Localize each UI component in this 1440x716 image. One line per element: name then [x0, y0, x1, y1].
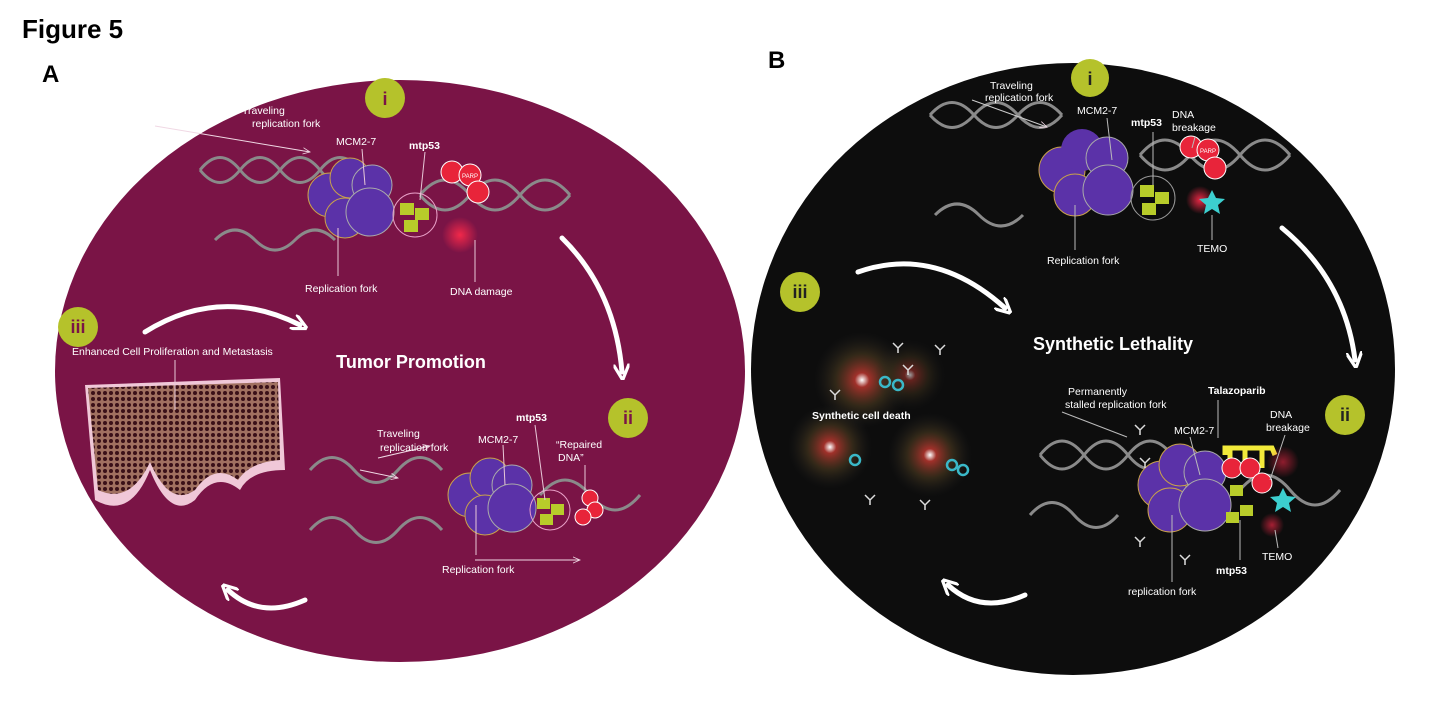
temo-icon [1270, 488, 1296, 512]
panel-a-step-ii: ii Traveling replication fork MCM2-7 mtp… [308, 398, 648, 576]
badge-ii-text: ii [1340, 405, 1350, 425]
panel-a-background [55, 80, 745, 662]
cycle-arrow-ii-to-iii [228, 590, 308, 611]
mtp53-complex [392, 192, 438, 238]
label-replication-fork-traveling: replication fork [985, 92, 1054, 104]
panel-b: PARP i Traveling replication fork MCM2-7… [751, 59, 1395, 675]
dying-cells [788, 332, 972, 497]
label-mtp53: mtp53 [516, 412, 547, 424]
label-dna-breakage: DNA [1172, 109, 1194, 121]
label-replication-fork-traveling: replication fork [252, 118, 321, 130]
label-replication-fork: Replication fork [305, 283, 378, 295]
cycle-arrow-iii-to-i [855, 261, 1005, 308]
label-dna-breakage: DNA [1270, 409, 1292, 421]
mcm2-7-complex [447, 457, 537, 536]
label-mcm2-7: MCM2-7 [1174, 425, 1214, 437]
badge-ii [1325, 395, 1365, 435]
label-traveling: Traveling [377, 428, 420, 440]
cycle-arrow-iii-to-i [142, 304, 300, 335]
panel-a-step-i: PARP i Traveling replication fork MCM2-7… [154, 78, 572, 298]
cycle-arrow-i-to-ii [559, 235, 622, 372]
cycle-arrow-ii-to-iii [948, 585, 1028, 606]
label-mcm2-7: MCM2-7 [336, 136, 376, 148]
badge-iii [58, 307, 98, 347]
label-repaired-dna-2: DNA” [558, 452, 584, 464]
label-replication-fork: replication fork [1128, 586, 1197, 598]
mtp53-complex [1130, 175, 1176, 221]
label-stalled-replication-fork: stalled replication fork [1065, 399, 1167, 411]
figure-title: Figure 5 [22, 14, 123, 44]
mcm2-7-complex [1137, 443, 1232, 533]
label-replication-fork: Replication fork [1047, 255, 1120, 267]
synthetic-lethality-title: Synthetic Lethality [1033, 334, 1193, 354]
label-replication-fork-traveling: replication fork [380, 442, 449, 454]
panel-a-letter: A [42, 61, 59, 88]
label-mtp53: mtp53 [1131, 117, 1162, 129]
parp-label: PARP [1200, 149, 1216, 155]
badge-ii [608, 398, 648, 438]
panel-b-letter: B [768, 47, 785, 74]
label-talazoparib: Talazoparib [1208, 385, 1266, 397]
panel-a: PARP i Traveling replication fork MCM2-7… [55, 78, 745, 662]
label-mtp53: mtp53 [1216, 565, 1247, 577]
label-traveling: Traveling [242, 105, 285, 117]
badge-iii-text: iii [70, 317, 85, 337]
temo-icon [1199, 190, 1225, 214]
parp-proteins: PARP [1179, 135, 1227, 180]
mcm2-7-complex [307, 157, 395, 239]
badge-i-text: i [1087, 69, 1092, 89]
badge-i [365, 78, 405, 118]
label-temo: TEMO [1197, 243, 1227, 255]
label-replication-fork: Replication fork [442, 564, 515, 576]
badge-i [1071, 59, 1109, 97]
tissue-image [85, 360, 285, 506]
scattered-fragments [829, 342, 1191, 565]
label-synthetic-cell-death: Synthetic cell death [812, 410, 911, 422]
badge-iii-text: iii [792, 282, 807, 302]
label-mtp53: mtp53 [409, 140, 440, 152]
label-temo: TEMO [1262, 551, 1292, 563]
badge-iii [780, 272, 820, 312]
tumor-promotion-title: Tumor Promotion [336, 352, 486, 372]
cycle-arrow-i-to-ii [1279, 225, 1355, 360]
label-dna-breakage-2: breakage [1172, 122, 1216, 134]
parp-label: PARP [462, 174, 478, 180]
label-mcm2-7: MCM2-7 [478, 434, 518, 446]
panel-b-step-ii: ii Permanently stalled replication fork … [1028, 385, 1365, 598]
badge-ii-text: ii [623, 408, 633, 428]
panel-b-step-i: PARP i Traveling replication fork MCM2-7… [928, 59, 1292, 267]
label-enhanced-proliferation: Enhanced Cell Proliferation and Metastas… [72, 346, 273, 358]
label-dna-damage: DNA damage [450, 286, 513, 298]
label-traveling: Traveling [990, 80, 1033, 92]
dna-damage-spot [442, 217, 478, 253]
parp-proteins: PARP [440, 160, 490, 204]
label-permanently: Permanently [1068, 386, 1128, 398]
label-repaired-dna: “Repaired [556, 439, 602, 451]
label-mcm2-7: MCM2-7 [1077, 105, 1117, 117]
mtp53-complex [529, 489, 571, 531]
badge-i-text: i [382, 89, 387, 109]
label-dna-breakage-2: breakage [1266, 422, 1310, 434]
mcm2-7-complex [1038, 129, 1134, 217]
